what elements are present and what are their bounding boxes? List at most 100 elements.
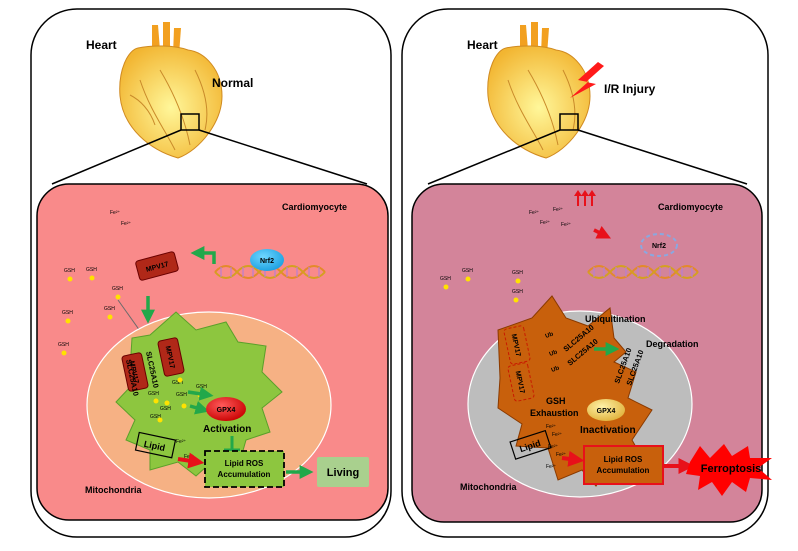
- iron-ion: Fe²⁺: [110, 210, 121, 216]
- gsh-label: GSH: [462, 268, 473, 274]
- mitochondria-label: Mitochondria: [460, 482, 517, 492]
- nrf2-label: Nrf2: [260, 258, 274, 265]
- iron-ion: Fe²⁺: [121, 221, 132, 227]
- lipid-box: [509, 429, 552, 460]
- gpx4-label: GPX4: [597, 408, 616, 415]
- gsh-label: GSH: [62, 310, 73, 316]
- gsh-dot: [164, 400, 170, 406]
- gsh-dot: [61, 350, 67, 356]
- zoom-box: [180, 113, 200, 131]
- gsh-dot: [67, 276, 73, 282]
- lipid-peroxidation-arrow: [177, 452, 205, 469]
- gsh-label: GSH: [160, 406, 171, 412]
- zoom-line: [427, 129, 561, 185]
- mpv17-protein: MPV17: [135, 251, 179, 281]
- gsh-label: GSH: [112, 286, 123, 292]
- iron-ion: Fe²⁺: [548, 444, 559, 450]
- gsh-label: GSH: [176, 392, 187, 398]
- gsh-label: GSH: [148, 391, 159, 397]
- gsh-dot: [115, 294, 121, 300]
- ferroptosis-label: Ferroptosis: [701, 463, 762, 475]
- iron-ion: Fe²⁺: [546, 424, 557, 430]
- cell-label: Cardiomyocyte: [658, 202, 723, 212]
- iron-ion: Fe²⁺: [556, 452, 567, 458]
- nrf2-protein: [250, 249, 284, 271]
- iron-ion: Fe²⁺: [561, 222, 572, 228]
- zoom-line: [51, 129, 182, 185]
- lipid-ros-line2: Accumulation: [218, 470, 271, 479]
- gsh-label: GSH: [64, 268, 75, 274]
- mpv17-label: MPV17: [128, 360, 140, 384]
- zoom-line: [577, 129, 748, 185]
- iron-ion: Fe²⁺: [540, 220, 551, 226]
- iron-ion: Fe²⁺: [176, 439, 187, 445]
- zoom-line: [198, 129, 368, 185]
- activation-label: Activation: [203, 424, 251, 435]
- gsh-label: GSH: [150, 414, 161, 420]
- lipid-ros-line1: Lipid ROS: [604, 455, 643, 464]
- gsh-molecules: GSH GSH GSH GSH GSH GSH: [58, 267, 123, 356]
- cell-label: Cardiomyocyte: [282, 202, 347, 212]
- gsh-dot: [157, 417, 163, 423]
- mpv17-protein: MPV17: [121, 352, 149, 392]
- condition-label: I/R Injury: [604, 82, 656, 96]
- gsh-dot: [107, 314, 113, 320]
- gsh-label: GSH: [86, 267, 97, 273]
- lipid-ros-box: [204, 450, 285, 488]
- gsh-label: GSH: [104, 306, 115, 312]
- gsh-molecules: GSH GSH GSH GSH: [440, 268, 523, 303]
- gsh-dot: [515, 278, 521, 284]
- degradation-label: Degradation: [646, 339, 699, 349]
- gsh-to-gpx4-arrow: [189, 400, 210, 415]
- gsh-dot: [177, 377, 183, 383]
- iron-ion: Fe²⁺: [546, 464, 557, 470]
- lipid-ros-box: [583, 445, 664, 485]
- iron-ion: Fe²⁺: [552, 432, 563, 438]
- mpv17-protein: MPV17: [157, 337, 185, 377]
- ferroptosis-burst: [686, 444, 772, 496]
- gsh-exhaustion-line1: GSH: [546, 396, 566, 406]
- iron-signal-arrow: [593, 225, 612, 239]
- gpx4-enzyme: [587, 399, 625, 421]
- gsh-dot: [181, 403, 187, 409]
- nrf2-protein: [640, 233, 678, 257]
- gsh-dot: [153, 398, 159, 404]
- mpv17-label: MPV17: [514, 370, 526, 394]
- gsh-dot: [465, 276, 471, 282]
- gsh-dot: [65, 318, 71, 324]
- gpx4-enzyme: [206, 397, 246, 421]
- condition-label: Normal: [212, 76, 253, 90]
- gsh-label: GSH: [512, 270, 523, 276]
- lightning-icon: [570, 62, 604, 98]
- nrf2-label: Nrf2: [652, 243, 666, 250]
- gsh-to-gpx4-arrow: [187, 386, 214, 401]
- iron-ion: Fe²⁺: [529, 210, 540, 216]
- heart-label: Heart: [86, 38, 117, 52]
- ub-label: Ub: [551, 365, 561, 373]
- gsh-label: GSH: [196, 384, 207, 390]
- gpx4-label: GPX4: [217, 407, 236, 414]
- gsh-dot: [443, 284, 449, 290]
- lipid-ros-line1: Lipid ROS: [225, 459, 264, 468]
- gsh-dot: [89, 275, 95, 281]
- injury-panel: Heart I/R Injury Cardiomyocyte Fe²⁺ Fe²⁺…: [401, 8, 772, 538]
- lipid-box: [134, 431, 177, 459]
- ub-label: Ub: [545, 331, 555, 339]
- living-box: [317, 457, 369, 487]
- living-label: Living: [327, 467, 359, 479]
- gsh-label: GSH: [440, 276, 451, 282]
- ub-label: Ub: [549, 349, 559, 357]
- gsh-label: GSH: [512, 289, 523, 295]
- gsh-exhaustion-line2: Exhaustion: [530, 408, 579, 418]
- mpv17-label: MPV17: [164, 345, 176, 369]
- mpv17-label: MPV17: [510, 333, 522, 357]
- lipid-ros-line2: Accumulation: [597, 466, 650, 475]
- lipid-label: Lipid: [143, 439, 166, 453]
- increase-arrows: [574, 190, 596, 206]
- ubiquitination-label: Ubiquitination: [585, 314, 646, 324]
- heart-label: Heart: [467, 38, 498, 52]
- dna-strand: [587, 265, 699, 279]
- iron-ion: Fe²⁺: [553, 207, 564, 213]
- gsh-label: GSH: [58, 342, 69, 348]
